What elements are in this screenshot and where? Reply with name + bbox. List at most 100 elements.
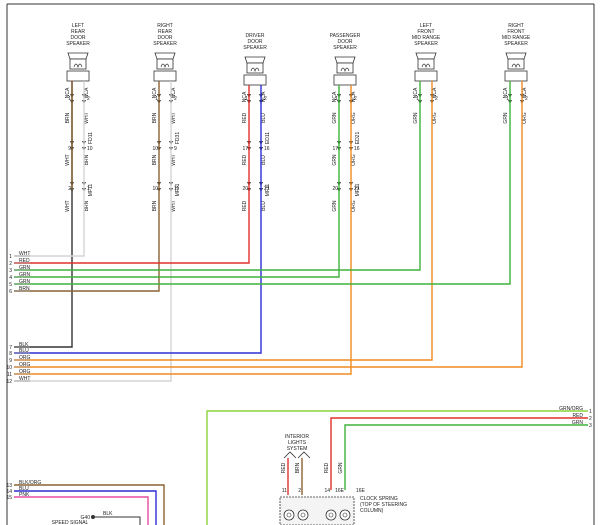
- speaker-2-connector: [243, 74, 267, 86]
- speaker-3-wire-b: [14, 85, 352, 375]
- speaker-3-wire-a-color: GRN: [332, 112, 338, 124]
- speaker-3-lower-a-color: GRN: [332, 154, 338, 166]
- speaker-2-lower-b-color: BLU: [261, 155, 267, 165]
- speaker-2-cone-icon: [244, 56, 266, 64]
- speaker-1-title-line: DOOR: [158, 35, 173, 41]
- speaker-3-body-icon: [336, 62, 354, 74]
- speaker-5-title-line: MID RANGE: [502, 35, 531, 41]
- left-pin-number: 9: [9, 358, 12, 364]
- speaker-1-pin-b-label: NCA: [171, 87, 177, 98]
- speaker-0-pin-a-num: 1: [68, 96, 71, 102]
- speaker-0-connector-name: FD11: [88, 132, 94, 144]
- speaker-0-pin-b-num: 2: [87, 96, 90, 102]
- speaker-1-wire-b: [14, 81, 172, 382]
- left-pin-color-label: GRN: [19, 279, 31, 285]
- interior-lights-label: LIGHTS: [288, 440, 307, 446]
- speaker-0-title-line: LEFT: [72, 23, 84, 29]
- speaker-4-pin-b-num: 2: [435, 96, 438, 102]
- interior-lights-label: SYSTEM: [287, 446, 308, 452]
- speaker-2-pin-b-label: NCA: [261, 91, 267, 102]
- speaker-2-pin-a-label: NCA: [242, 91, 248, 102]
- clock-spring-label: COLUMN): [360, 508, 384, 514]
- speaker-0-wire-a-color: BRN: [65, 112, 71, 123]
- speaker-2-low-pin-b: 21: [264, 186, 270, 192]
- left-pin-color-label: ORG: [19, 355, 31, 361]
- clock-spring-coil-2-icon: [325, 509, 337, 521]
- speaker-0-coil-icon: [73, 63, 83, 69]
- speaker-4-cone-icon: [415, 52, 437, 60]
- speaker-2-coil-icon: [250, 67, 260, 73]
- speaker-4-wire-a: [14, 81, 421, 271]
- speaker-2-conn-pin-b: 16: [264, 146, 270, 152]
- left-pin-number: 3: [9, 268, 12, 274]
- speaker-3-lower-b-color: ORG: [351, 154, 357, 166]
- speaker-1-title-line: SPEAKER: [153, 41, 177, 47]
- speaker-2-body-icon: [246, 62, 264, 74]
- left-pin-color-label: RED: [19, 258, 30, 264]
- speaker-1-conn-pin-a: 10: [152, 146, 158, 152]
- speaker-5-wire-a-color: GRN: [503, 112, 509, 124]
- right-pin-number: 3: [589, 423, 592, 429]
- speaker-5-wire-b-color: ORG: [522, 112, 528, 124]
- speaker-0-conn-pin-b: 10: [87, 146, 93, 152]
- speaker-0-wire-b-color: WHT: [84, 112, 90, 123]
- speaker-1-cone-icon: [154, 52, 176, 60]
- speed-signal-label: SPEED SIGNAL: [52, 520, 89, 525]
- speaker-5-coil-icon: [511, 63, 521, 69]
- right-wire-1: [330, 417, 588, 490]
- speaker-0-title-line: REAR: [71, 29, 85, 35]
- speaker-3-connector-name: ED21: [355, 132, 361, 145]
- speaker-1-body-icon: [156, 58, 174, 70]
- speaker-0-title-line: DOOR: [71, 35, 86, 41]
- right-pin-number: 2: [589, 416, 592, 422]
- speaker-0-connector: [66, 70, 90, 82]
- speaker-0-low-pin-b: 1: [87, 186, 90, 192]
- speaker-4-title-line: MID RANGE: [412, 35, 441, 41]
- speaker-3-bottom-b-color: ORG: [351, 200, 357, 212]
- speaker-1-lower-a-color: BRN: [152, 154, 158, 165]
- speaker-0-wire-b: [14, 81, 85, 257]
- speaker-0-pin-a-label: NCA: [65, 87, 71, 98]
- speaker-2-wire-b: [14, 85, 262, 354]
- speaker-5-wire-b: [14, 81, 523, 368]
- left-pin-number: 8: [9, 351, 12, 357]
- interior-lights-arrow-icon: [283, 451, 297, 459]
- speaker-1-lower-b-color: WHT: [171, 154, 177, 165]
- right-pin-color-label: GRN: [572, 420, 584, 426]
- speaker-5-wire-a: [14, 81, 511, 285]
- left-pin-number: 12: [6, 379, 12, 385]
- right-wire-2: [344, 424, 588, 490]
- speaker-4-pin-a-label: NCA: [413, 87, 419, 98]
- clock-spring-coil-inner-1-icon: [300, 512, 306, 518]
- speaker-2-wire-a-color: RED: [242, 112, 248, 123]
- clock-pin-extra: 16E: [356, 488, 366, 494]
- speaker-1-wire-a-color: BRN: [152, 112, 158, 123]
- speaker-2-connector-name: ED11: [265, 132, 271, 144]
- speaker-2-low-pin-a: 20: [242, 186, 248, 192]
- speaker-2-title-line: DOOR: [248, 39, 263, 45]
- speaker-1-wire-a: [14, 81, 160, 292]
- speaker-3-conn-pin-b: 16: [354, 146, 360, 152]
- left-pin-color-label: BLU: [19, 486, 29, 492]
- speaker-3-title-line: SPEAKER: [333, 45, 357, 51]
- speaker-1-connector: [153, 70, 177, 82]
- speaker-5-cone-icon: [505, 52, 527, 60]
- clock-spring-coil-inner-3-icon: [342, 512, 348, 518]
- clock-spring-coil-inner-0-icon: [286, 512, 292, 518]
- speaker-4-wire-b: [14, 81, 433, 361]
- speaker-3-low-pin-a: 20: [332, 186, 338, 192]
- right-pin-number: 1: [589, 409, 592, 415]
- speaker-5-pin-a-label: NCA: [503, 87, 509, 98]
- left-pin-color-label: WHT: [19, 251, 30, 257]
- speaker-5-pin-a-num: 1: [506, 96, 509, 102]
- left-pin-color-label: WHT: [19, 376, 30, 382]
- speaker-4-pin-b-label: NCA: [432, 87, 438, 98]
- clock-spring-coil-inner-2-icon: [328, 512, 334, 518]
- ground-node: [91, 515, 95, 519]
- speaker-2-bottom-b-color: BLU: [261, 201, 267, 211]
- left-pin-number: 10: [6, 365, 12, 371]
- left-pin-color-label: BLK: [19, 342, 29, 348]
- left-pin-color-label: ORG: [19, 369, 31, 375]
- right-pin-color-label: RED: [572, 413, 583, 419]
- left-pin-number: 7: [9, 345, 12, 351]
